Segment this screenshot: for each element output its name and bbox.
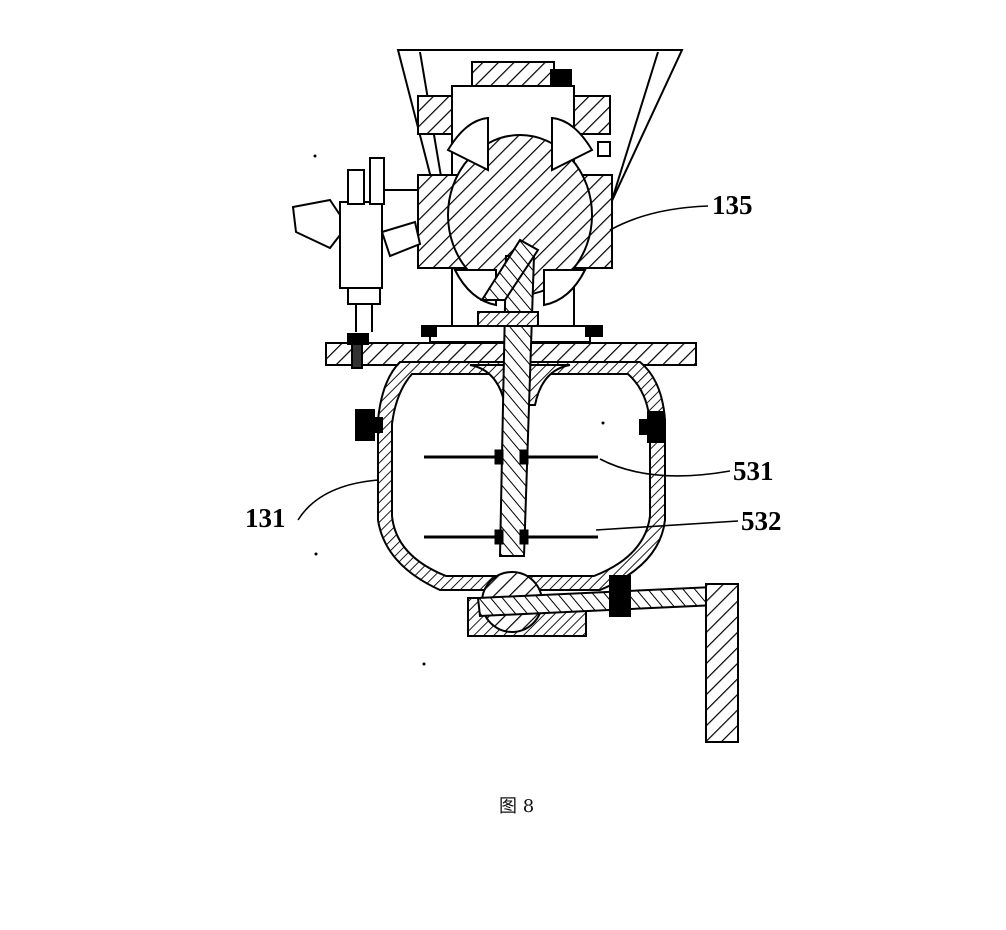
figure-caption: 图 8 (499, 796, 535, 817)
label-532: 532 (741, 506, 782, 536)
scan-specks (313, 154, 605, 666)
label-135: 135 (712, 190, 753, 220)
side-valve (291, 157, 422, 332)
blade-532 (424, 529, 598, 545)
bottom-valve (467, 571, 740, 743)
label-531: 531 (733, 456, 774, 486)
hopper-assembly (396, 49, 684, 327)
blade-531 (424, 449, 598, 465)
stirring-shaft (477, 238, 540, 557)
label-131: 131 (245, 503, 286, 533)
leader-lines (297, 205, 739, 531)
